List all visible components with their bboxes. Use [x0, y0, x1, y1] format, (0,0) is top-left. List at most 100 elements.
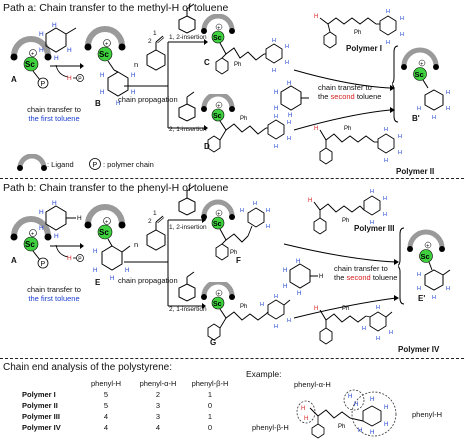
ligand-end-dot	[44, 53, 52, 61]
transfer-second-a: chain transfer to the second toluene	[318, 83, 382, 101]
svg-text:H: H	[384, 422, 388, 428]
svg-text:Sc: Sc	[99, 50, 109, 59]
svg-text:H: H	[283, 268, 287, 274]
svg-text:H: H	[384, 405, 388, 411]
svg-text:H: H	[386, 9, 390, 15]
styrene-pos-1-b: 1	[153, 210, 157, 217]
svg-text:H: H	[287, 81, 291, 87]
svg-text:+: +	[426, 243, 429, 249]
svg-text:H: H	[287, 136, 291, 142]
svg-text:H: H	[131, 90, 135, 96]
svg-text:H: H	[54, 233, 59, 240]
insertion-21-a: 2, 1-insertion	[169, 126, 207, 133]
svg-text:Sc: Sc	[213, 35, 222, 42]
svg-text:H: H	[274, 90, 278, 96]
label-b: B	[95, 99, 101, 108]
svg-text:H: H	[358, 428, 362, 434]
chain-end-title: Chain end analysis of the polystyrene:	[3, 362, 172, 373]
chain-transfer-first-b: chain transfer to the first toluene	[27, 285, 81, 303]
intermediate-c-structure: Sc + Ph H H H H	[201, 14, 289, 75]
cell: 4	[103, 412, 109, 421]
svg-text:P: P	[93, 162, 98, 169]
label-f: F	[236, 256, 241, 265]
svg-text:+: +	[217, 291, 220, 297]
svg-text:H: H	[52, 22, 57, 29]
svg-text:H: H	[389, 330, 393, 336]
svg-text:P: P	[78, 256, 82, 262]
svg-text:H: H	[39, 209, 44, 216]
sc-atom	[23, 56, 39, 72]
svg-text:H: H	[370, 220, 374, 226]
label-d: D	[204, 142, 210, 151]
svg-text:P: P	[78, 76, 82, 82]
svg-text:H: H	[398, 150, 402, 156]
intermediate-d-structure: Sc + Ph H H H H	[201, 94, 291, 153]
svg-text:H: H	[314, 14, 318, 20]
svg-text:H: H	[383, 212, 387, 218]
svg-text:Sc: Sc	[213, 221, 222, 228]
insertion-21-b: 2, 1-insertion	[169, 306, 207, 313]
intermediate-f-structure: Sc + Ph H H H H	[201, 199, 270, 261]
styrene-upper-a	[178, 3, 196, 34]
transfer-second-b: chain transfer to the second toluene	[334, 264, 398, 282]
svg-text:H: H	[446, 90, 450, 96]
svg-text:H: H	[398, 134, 402, 140]
svg-text:+: +	[217, 103, 220, 109]
toluene-structure: H H H H H	[39, 22, 77, 62]
polymer-ii-label: Polymer II	[396, 167, 435, 176]
chain-end-table: phenyl-H phenyl-α-H phenyl-β-H Polymer I…	[22, 378, 236, 433]
svg-text:H: H	[266, 224, 270, 230]
svg-text:H: H	[376, 336, 380, 342]
svg-text:Ph: Ph	[354, 30, 361, 36]
styrene-pos-1-a: 1	[153, 30, 157, 37]
cell: 5	[103, 401, 109, 410]
svg-text:Sc: Sc	[213, 113, 222, 120]
svg-text:H: H	[100, 73, 104, 79]
svg-text:Ph: Ph	[240, 304, 247, 310]
cell: 0	[207, 401, 213, 410]
svg-text:H: H	[417, 286, 421, 292]
svg-text:+: +	[31, 232, 34, 238]
svg-text:H: H	[266, 208, 270, 214]
svg-text:Ph: Ph	[234, 62, 241, 68]
svg-text:+: +	[217, 25, 220, 31]
chain-propagation-a: chain propagation	[118, 95, 178, 104]
svg-text:H: H	[110, 276, 114, 282]
catalyst-a-structure-b: Sc + P	[10, 216, 52, 269]
svg-text:H: H	[383, 196, 387, 202]
row-name: Polymer IV	[22, 423, 61, 432]
svg-text:H: H	[93, 268, 97, 274]
row-name: Polymer I	[22, 390, 56, 399]
ligand-legend-icon	[17, 154, 47, 171]
released-polymer-h: H P	[55, 65, 84, 82]
styrene-monomer-b	[146, 215, 166, 251]
svg-text:H: H	[274, 294, 278, 300]
example-beta-label: phenyl-β-H	[252, 423, 289, 432]
svg-text:H: H	[39, 31, 44, 38]
transfer-arrows-a	[293, 69, 395, 131]
svg-text:P: P	[41, 261, 46, 268]
svg-text:H: H	[274, 106, 278, 112]
svg-text:H: H	[297, 291, 301, 297]
example-phenyl-label: phenyl-H	[412, 410, 443, 419]
cell: 4	[155, 423, 161, 432]
svg-text:Ph: Ph	[240, 116, 247, 122]
svg-text:H: H	[67, 255, 72, 262]
svg-text:H: H	[314, 126, 318, 132]
label-c: C	[204, 58, 210, 67]
svg-text:H: H	[52, 200, 57, 207]
svg-text:+: +	[420, 61, 423, 67]
svg-text:Sc: Sc	[415, 70, 424, 79]
svg-text:Sc: Sc	[99, 228, 109, 237]
polymer-i-label: Polymer I	[346, 44, 383, 53]
chain-transfer-first-a: chain transfer to the first toluene	[27, 105, 81, 123]
svg-text:H: H	[354, 402, 358, 408]
section-divider	[0, 178, 464, 179]
svg-text:H: H	[285, 44, 289, 50]
table-header: phenyl-H	[90, 379, 121, 388]
sc-p-bond	[32, 70, 41, 81]
arrow-a-to-b	[50, 63, 84, 69]
polymer-p-label: P	[41, 81, 46, 88]
sc-label: Sc	[25, 60, 35, 69]
svg-text:H: H	[93, 249, 97, 255]
